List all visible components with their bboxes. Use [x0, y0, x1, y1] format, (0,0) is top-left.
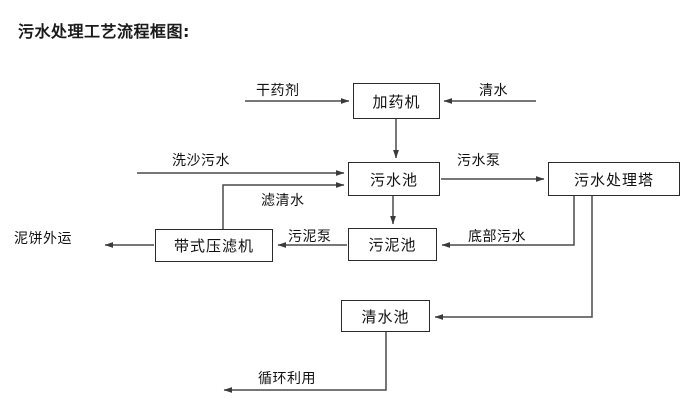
- edge-label-dry-reagent: 干药剂: [256, 83, 300, 99]
- node-label: 带式压滤机: [173, 237, 254, 255]
- node-label: 污水处理塔: [573, 170, 654, 189]
- node-label: 污泥池: [368, 236, 417, 254]
- edge-label-filtrate: 滤清水: [261, 193, 305, 209]
- node-dosing-machine[interactable]: 加药机: [353, 83, 440, 119]
- edge-label-mud-cake-out: 泥饼外运: [14, 231, 72, 247]
- node-clean-pool[interactable]: 清水池: [341, 300, 430, 332]
- node-label: 清水池: [361, 307, 410, 326]
- node-sludge-pool[interactable]: 污泥池: [348, 228, 437, 261]
- node-label: 加药机: [372, 92, 421, 111]
- edge-label-bottom-sewage: 底部污水: [468, 229, 526, 245]
- edge-label-sewage-pump: 污水泵: [457, 153, 501, 169]
- wire-belt-press-to-sewage-pool: [222, 181, 345, 229]
- wire-tower-to-clean-pool: [434, 196, 593, 321]
- wire-tower-to-sludge-pool: [441, 196, 575, 249]
- edge-label-sludge-pump: 污泥泵: [288, 229, 332, 245]
- node-sewage-pool[interactable]: 污水池: [348, 162, 440, 196]
- edge-label-recycle-use: 循环利用: [258, 371, 316, 387]
- page-title: 污水处理工艺流程框图:: [18, 22, 190, 41]
- edge-label-sand-wash: 洗沙污水: [172, 153, 230, 169]
- wire-clean-pool-to-recycle: [223, 332, 387, 394]
- edge-label-clean-water-in: 清水: [479, 83, 508, 99]
- node-belt-press[interactable]: 带式压滤机: [155, 229, 273, 262]
- node-label: 污水池: [369, 170, 418, 189]
- node-treatment-tower[interactable]: 污水处理塔: [548, 162, 680, 196]
